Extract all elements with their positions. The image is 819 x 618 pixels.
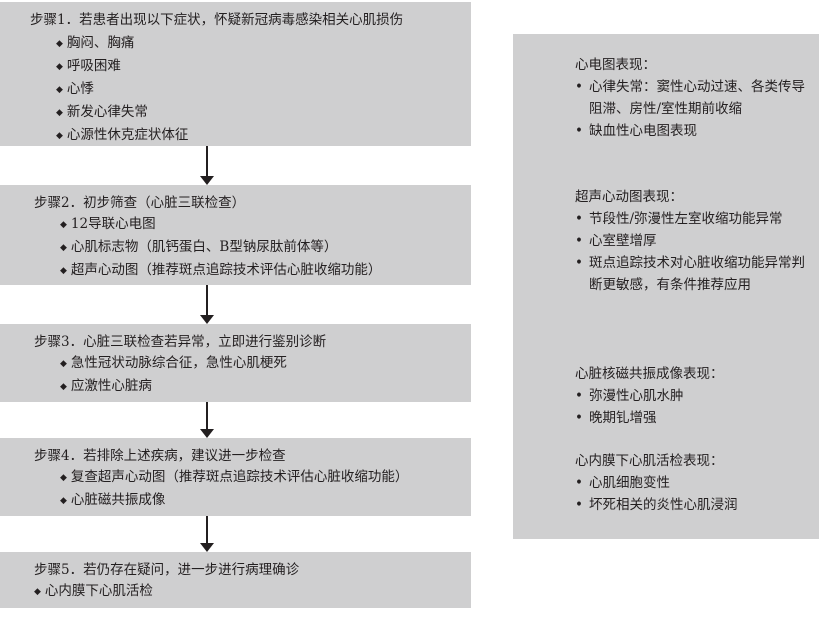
bullet-icon: •: [575, 388, 583, 404]
step-1-title: 步骤1．若患者出现以下症状，怀疑新冠病毒感染相关心肌损伤: [30, 12, 404, 28]
biopsy-findings-section: 心内膜下心肌活检表现： •心肌细胞变性 •坏死相关的炎性心肌浸润: [575, 450, 815, 516]
step-4-title: 步骤4．若排除上述疾病，建议进一步检查: [34, 448, 286, 464]
list-item: ◆心肌标志物（肌钙蛋白、B型钠尿肽前体等）: [60, 239, 338, 255]
bullet-icon: •: [575, 497, 583, 513]
diamond-bullet-icon: ◆: [56, 62, 63, 72]
diamond-bullet-icon: ◆: [60, 359, 67, 369]
step-5-title: 步骤5．若仍存在疑问，进一步进行病理确诊: [34, 562, 300, 578]
list-item: ◆应激性心脏病: [60, 378, 152, 394]
diamond-bullet-icon: ◆: [60, 382, 67, 392]
list-item: ◆12导联心电图: [60, 216, 156, 232]
list-item: ◆复查超声心动图（推荐斑点追踪技术评估心脏收缩功能）: [60, 469, 409, 485]
bullet-icon: •: [575, 211, 583, 227]
section-heading: 心脏核磁共振成像表现：: [575, 366, 724, 382]
list-item: ◆心源性休克症状体征: [56, 127, 189, 143]
list-item: •斑点追踪技术对心脏收缩功能异常判断更敏感，有条件推荐应用: [575, 252, 815, 296]
step-5-box: 步骤5．若仍存在疑问，进一步进行病理确诊 ◆心内膜下心肌活检: [0, 552, 471, 608]
diamond-bullet-icon: ◆: [56, 108, 63, 118]
list-item: ◆心脏磁共振成像: [60, 492, 166, 508]
list-item: ◆心内膜下心肌活检: [34, 583, 153, 599]
list-item: •晚期钆增强: [575, 407, 815, 429]
list-item: ◆急性冠状动脉综合征，急性心肌梗死: [60, 355, 287, 371]
list-item: ◆新发心律失常: [56, 104, 148, 120]
step-4-box: 步骤4．若排除上述疾病，建议进一步检查 ◆复查超声心动图（推荐斑点追踪技术评估心…: [0, 438, 471, 516]
bullet-icon: •: [575, 123, 583, 139]
list-item: ◆呼吸困难: [56, 58, 121, 74]
diamond-bullet-icon: ◆: [56, 85, 63, 95]
bullet-icon: •: [575, 475, 583, 491]
section-heading: 心电图表现：: [575, 57, 656, 73]
bullet-icon: •: [575, 255, 583, 271]
step-3-title: 步骤3．心脏三联检查若异常，立即进行鉴别诊断: [34, 334, 327, 350]
bullet-icon: •: [575, 79, 583, 95]
echo-findings-section: 超声心动图表现： •节段性/弥漫性左室收缩功能异常 •心室壁增厚 •斑点追踪技术…: [575, 186, 815, 296]
findings-panel: 心电图表现： •心律失常：窦性心动过速、各类传导阻滞、房性/室性期前收缩 •缺血…: [513, 34, 819, 539]
diamond-bullet-icon: ◆: [60, 496, 67, 506]
diamond-bullet-icon: ◆: [56, 131, 63, 141]
list-item: •坏死相关的炎性心肌浸润: [575, 494, 815, 516]
section-heading: 超声心动图表现：: [575, 189, 683, 205]
list-item: •缺血性心电图表现: [575, 120, 815, 142]
section-heading: 心内膜下心肌活检表现：: [575, 453, 724, 469]
list-item: •节段性/弥漫性左室收缩功能异常: [575, 208, 815, 230]
step-2-title: 步骤2．初步筛查（心脏三联检查）: [34, 195, 246, 211]
diamond-bullet-icon: ◆: [60, 243, 67, 253]
arrow-down-icon: [200, 146, 214, 185]
arrow-down-icon: [200, 285, 214, 324]
diamond-bullet-icon: ◆: [60, 220, 67, 230]
bullet-icon: •: [575, 233, 583, 249]
step-3-box: 步骤3．心脏三联检查若异常，立即进行鉴别诊断 ◆急性冠状动脉综合征，急性心肌梗死…: [0, 324, 471, 402]
list-item: •弥漫性心肌水肿: [575, 385, 815, 407]
cmr-findings-section: 心脏核磁共振成像表现： •弥漫性心肌水肿 •晚期钆增强: [575, 363, 815, 429]
diamond-bullet-icon: ◆: [60, 266, 67, 276]
list-item: •心肌细胞变性: [575, 472, 815, 494]
bullet-icon: •: [575, 410, 583, 426]
list-item: ◆胸闷、胸痛: [56, 35, 135, 51]
arrow-down-icon: [200, 402, 214, 438]
diamond-bullet-icon: ◆: [34, 587, 41, 597]
list-item: •心室壁增厚: [575, 230, 815, 252]
list-item: •心律失常：窦性心动过速、各类传导阻滞、房性/室性期前收缩: [575, 76, 815, 120]
step-2-box: 步骤2．初步筛查（心脏三联检查） ◆12导联心电图 ◆心肌标志物（肌钙蛋白、B型…: [0, 185, 471, 285]
list-item: ◆心悸: [56, 81, 94, 97]
diamond-bullet-icon: ◆: [56, 39, 63, 49]
arrow-down-icon: [200, 516, 214, 552]
diamond-bullet-icon: ◆: [60, 473, 67, 483]
list-item: ◆超声心动图（推荐斑点追踪技术评估心脏收缩功能）: [60, 262, 382, 278]
step-1-box: 步骤1．若患者出现以下症状，怀疑新冠病毒感染相关心肌损伤 ◆胸闷、胸痛 ◆呼吸困…: [0, 2, 471, 146]
ecg-findings-section: 心电图表现： •心律失常：窦性心动过速、各类传导阻滞、房性/室性期前收缩 •缺血…: [575, 54, 815, 142]
